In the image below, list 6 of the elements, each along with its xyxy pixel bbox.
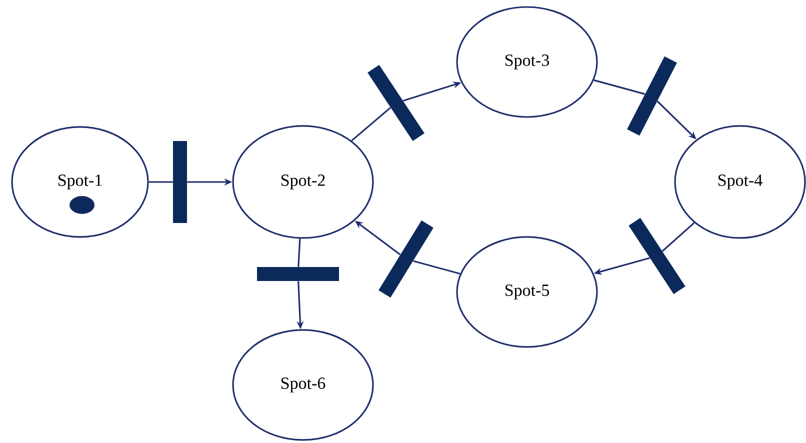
transition-bar [627, 56, 677, 136]
transition-bar [378, 220, 434, 298]
transition-bar [173, 141, 187, 223]
transition-bar [368, 64, 424, 142]
transition-bar [628, 218, 686, 294]
transition-bar [257, 266, 339, 281]
